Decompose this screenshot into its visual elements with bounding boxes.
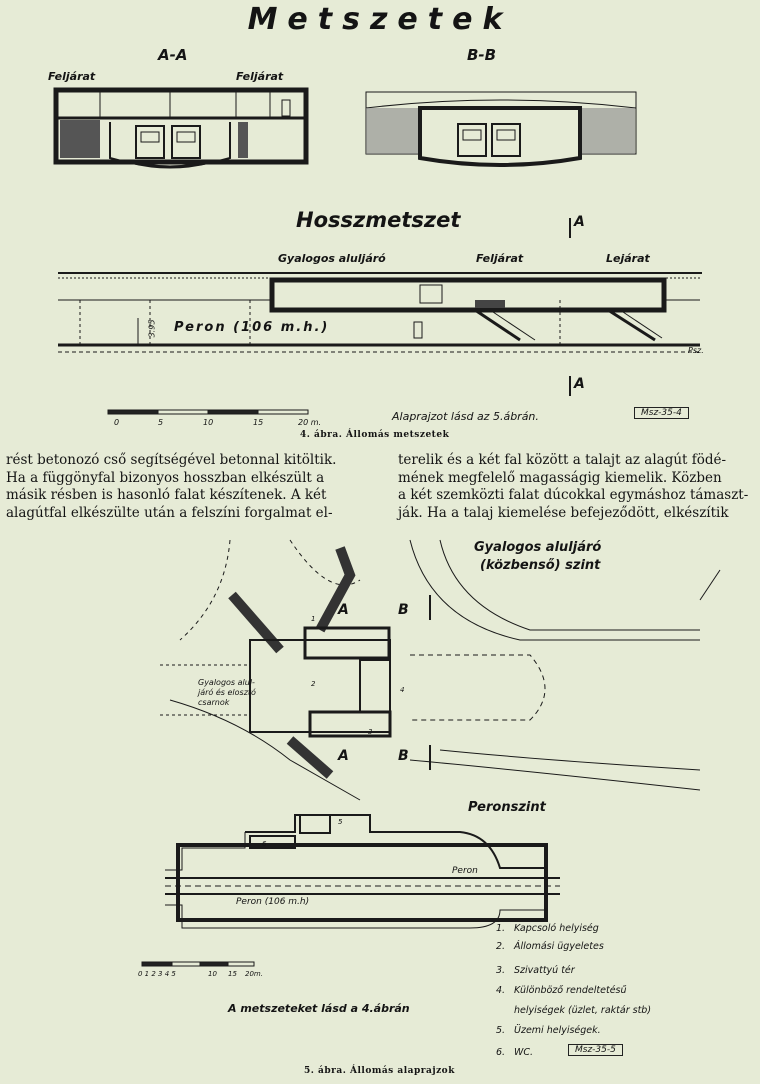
long-section-title: Hosszmetszet	[296, 208, 461, 232]
fig4-scale-tick-1: 5	[158, 418, 164, 427]
legend-num-3: 3.	[496, 965, 506, 976]
long-section-drawing	[58, 218, 702, 396]
legend-text-3: Szivattyú tér	[514, 965, 575, 976]
psz-label: Psz.	[688, 346, 704, 355]
fig5-drawing-code: Msz-35-5	[568, 1044, 623, 1056]
platform-level-title: Peronszint	[468, 800, 546, 815]
room-number-2: 2	[311, 680, 316, 688]
section-mark-a-top: A	[574, 214, 585, 230]
section-mark-a-bottom: A	[574, 376, 585, 392]
peron-label: Peron (106 m.h.)	[174, 320, 330, 335]
body-left-line-2: Ha a függönyfal bizonyos hosszban elkész…	[6, 469, 325, 486]
hall-label-line-2: járó és elosztó	[198, 688, 256, 697]
legend-row-3: 3. Szivattyú tér	[496, 964, 676, 978]
fig4-scale-tick-2: 10	[203, 418, 214, 427]
feljarat-label: Feljárat	[476, 252, 524, 265]
legend-text-1: Kapcsoló helyiség	[514, 923, 599, 934]
feljarat-left-label: Feljárat	[48, 70, 96, 83]
body-text-left: rést betonozó cső segítségével betonnal …	[6, 452, 356, 522]
plan-section-mark-a-bottom: A	[338, 748, 349, 764]
legend-row-5: helyiségek (üzlet, raktár stb)	[496, 1004, 676, 1018]
fig5-caption: 5. ábra. Állomás alaprajzok	[304, 1066, 455, 1076]
hall-label-line-1: Gyalogos alul-	[198, 678, 255, 687]
underpass-plan-drawing	[160, 539, 721, 801]
fig5-scale-tick-1: 10	[208, 970, 217, 978]
plan-section-mark-b-bottom: B	[398, 748, 409, 764]
body-right-line-3: a két szemközti falat dúcokkal egymáshoz…	[398, 487, 749, 503]
fig4-scale-tick-4: 20 m.	[298, 418, 322, 427]
fig5-scale-tick-0: 0 1 2 3 4 5	[138, 970, 176, 978]
plan-reference: Alaprajzot lásd az 5.ábrán.	[392, 410, 539, 423]
fig5-scale-tick-2: 15	[228, 970, 237, 978]
legend-row-4: 4. Különböző rendeltetésű	[496, 984, 676, 998]
fig5-scale-bar	[141, 961, 255, 967]
legend-row-7: 6. WC.	[496, 1046, 676, 1060]
lejarat-label: Lejárat	[606, 252, 650, 265]
peron-upper-label: Peron	[452, 866, 478, 876]
body-left-line-3: másik résben is hasonló falat készítenek…	[6, 487, 327, 503]
body-right-line-2: mének megfelelő magasságig kiemelik. Köz…	[398, 469, 722, 486]
section-bb-label: B-B	[467, 46, 497, 64]
height-label: 3.95	[147, 319, 157, 338]
legend-num-1: 1.	[496, 923, 506, 934]
page-title: Metszetek	[247, 2, 513, 37]
legend-text-2: Állomási ügyeletes	[514, 941, 604, 952]
room-number-5: 5	[338, 818, 343, 826]
legend-row-6: 5. Üzemi helyiségek.	[496, 1024, 676, 1038]
section-aa-label: A-A	[158, 46, 188, 64]
legend-num-2: 2.	[496, 941, 506, 952]
sections-reference: A metszeteket lásd a 4.ábrán	[228, 1002, 410, 1015]
section-aa-drawing	[53, 87, 309, 169]
fig4-scale-tick-3: 15	[253, 418, 264, 427]
peron-lower-label: Peron (106 m.h)	[236, 897, 310, 907]
legend: 1. Kapcsoló helyiség 2. Állomási ügyeletes…	[496, 922, 676, 1060]
room-number-1: 1	[311, 615, 316, 623]
legend-row-2: 2. Állomási ügyeletes	[496, 940, 676, 954]
body-text-right: terelik és a két fal között a talajt az …	[398, 452, 756, 522]
body-right-line-1: terelik és a két fal között a talajt az …	[398, 452, 727, 468]
fig5-scale-tick-3: 20m.	[245, 970, 263, 978]
hall-label: Gyalogos alul- járó és elosztó csarnok	[198, 678, 256, 708]
legend-text-4: Különböző rendeltetésű	[514, 985, 627, 996]
legend-num-6: 5.	[496, 1025, 506, 1036]
body-right-line-4: ják. Ha a talaj kiemelése befejeződött, …	[398, 504, 729, 521]
legend-num-7: 6.	[496, 1047, 506, 1058]
legend-text-5: helyiségek (üzlet, raktár stb)	[514, 1005, 652, 1016]
hall-label-line-3: csarnok	[198, 698, 230, 707]
fig4-scale-tick-0: 0	[114, 418, 120, 427]
fig4-scale-bar	[107, 409, 309, 415]
legend-row-1: 1. Kapcsoló helyiség	[496, 922, 676, 936]
platform-plan-drawing	[165, 814, 560, 929]
body-left-line-1: rést betonozó cső segítségével betonnal …	[6, 452, 337, 468]
legend-text-7: WC.	[514, 1047, 534, 1058]
fig4-caption: 4. ábra. Állomás metszetek	[300, 430, 450, 440]
room-number-3: 3	[368, 728, 373, 736]
section-bb-drawing	[365, 91, 637, 167]
room-number-6: 6	[262, 840, 267, 848]
plan-section-mark-a-top: A	[338, 602, 349, 618]
feljarat-right-label: Feljárat	[236, 70, 284, 83]
underpass-label: Gyalogos aluljáró	[278, 252, 386, 265]
underpass-plan-title-1: Gyalogos aluljáró	[474, 540, 602, 555]
plan-section-mark-b-top: B	[398, 602, 409, 618]
legend-num-4: 4.	[496, 985, 506, 996]
room-number-4: 4	[400, 686, 405, 694]
body-left-line-4: alagútfal elkészülte után a felszíni for…	[6, 504, 333, 521]
fig4-drawing-code: Msz-35-4	[634, 407, 689, 419]
legend-text-6: Üzemi helyiségek.	[514, 1025, 601, 1036]
underpass-plan-title-2: (közbenső) szint	[480, 558, 601, 573]
